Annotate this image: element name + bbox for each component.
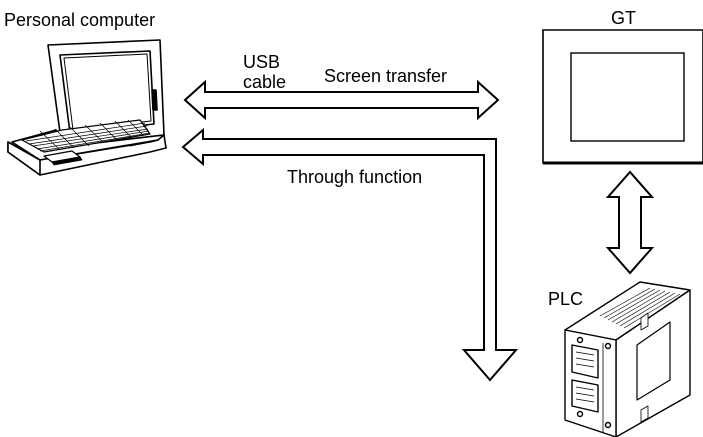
laptop-icon (7, 39, 167, 176)
gt-plc-arrow (605, 170, 655, 275)
plc-label: PLC (548, 289, 584, 309)
plc-module-icon (564, 281, 691, 437)
through-function-label: Through function (287, 167, 423, 187)
touch-panel-icon (542, 29, 703, 165)
gt-label: GT (611, 8, 636, 28)
personal-computer-label: Personal computer (4, 10, 156, 30)
through-function-arrow (181, 127, 519, 382)
screen-transfer-label: Screen transfer (324, 66, 448, 86)
usb-cable-label-line1: USB (243, 52, 281, 72)
usb-cable-label-line2: cable (243, 72, 287, 92)
screen-transfer-arrow (183, 79, 500, 121)
